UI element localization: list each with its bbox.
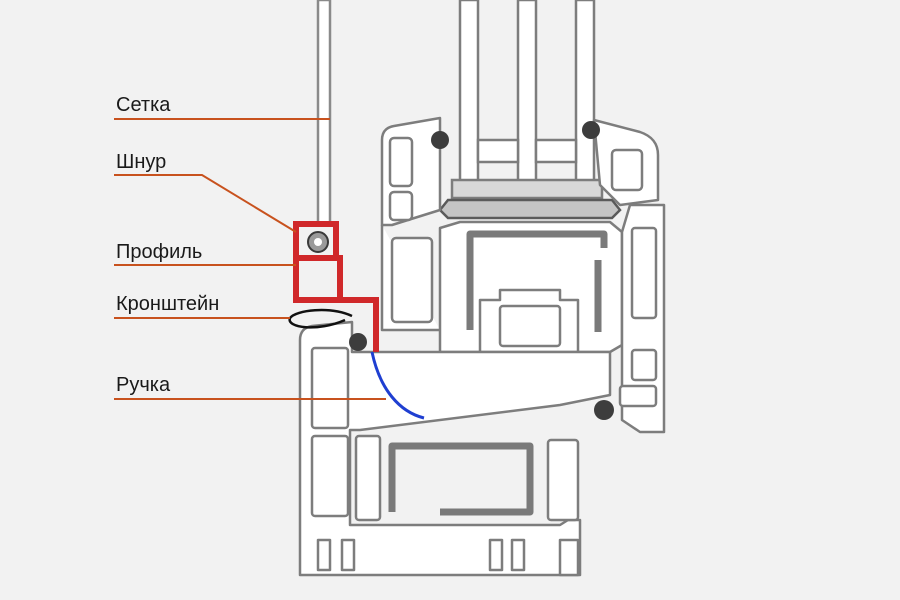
lower-chamber-3 [354,434,382,522]
label-shnur: Шнур [116,151,166,173]
foot-1 [316,538,332,572]
gasket-middle [349,333,367,351]
label-ruchka: Ручка [116,374,171,396]
glass-pane-3 [574,0,596,187]
glazing-bead-bottom [438,198,622,220]
frame-chamber-1 [630,226,658,320]
cord-inner [314,238,322,246]
sash-chamber-4 [390,236,434,324]
gaskets [349,121,614,420]
handle-curve [370,351,425,420]
net-mesh [316,0,332,226]
gasket-top-left [431,131,449,149]
sash-chamber-3 [610,148,644,192]
lower-reinforcement [388,442,534,516]
net-bracket [296,297,379,352]
mosquito-net [316,0,332,226]
leader-lines [114,118,386,400]
sash-core-chamber [498,304,562,348]
spacer-2 [534,138,578,164]
sash-chamber-1 [388,136,414,188]
frame-profile [298,116,666,577]
sash-chamber-2 [388,190,414,222]
lower-chamber-2 [310,434,350,518]
net-frame-profile [293,221,379,352]
net-profile-lower [293,255,343,303]
glass-pane-1 [458,0,480,187]
net-cord [307,231,329,253]
label-profil: Профиль [116,241,202,263]
lower-chamber-1 [310,346,350,430]
foot-4 [510,538,526,572]
reinforcements [388,230,608,516]
spacer-1 [476,138,520,164]
glass-unit [438,0,622,220]
gasket-top-right [582,121,600,139]
foot-5 [558,538,580,577]
foot-3 [488,538,504,572]
label-kronshtein: Кронштейн [116,293,219,315]
gasket-right [594,400,614,420]
foot-2 [340,538,356,572]
glass-pane-2 [516,0,538,187]
frame-chamber-2 [630,348,658,382]
upper-reinforcement [466,230,608,332]
glass-support [450,178,604,200]
label-setka: Сетка [116,94,171,116]
lower-chamber-4 [546,438,580,522]
leader-shnur [114,174,297,233]
frame-chamber-3 [618,384,658,408]
